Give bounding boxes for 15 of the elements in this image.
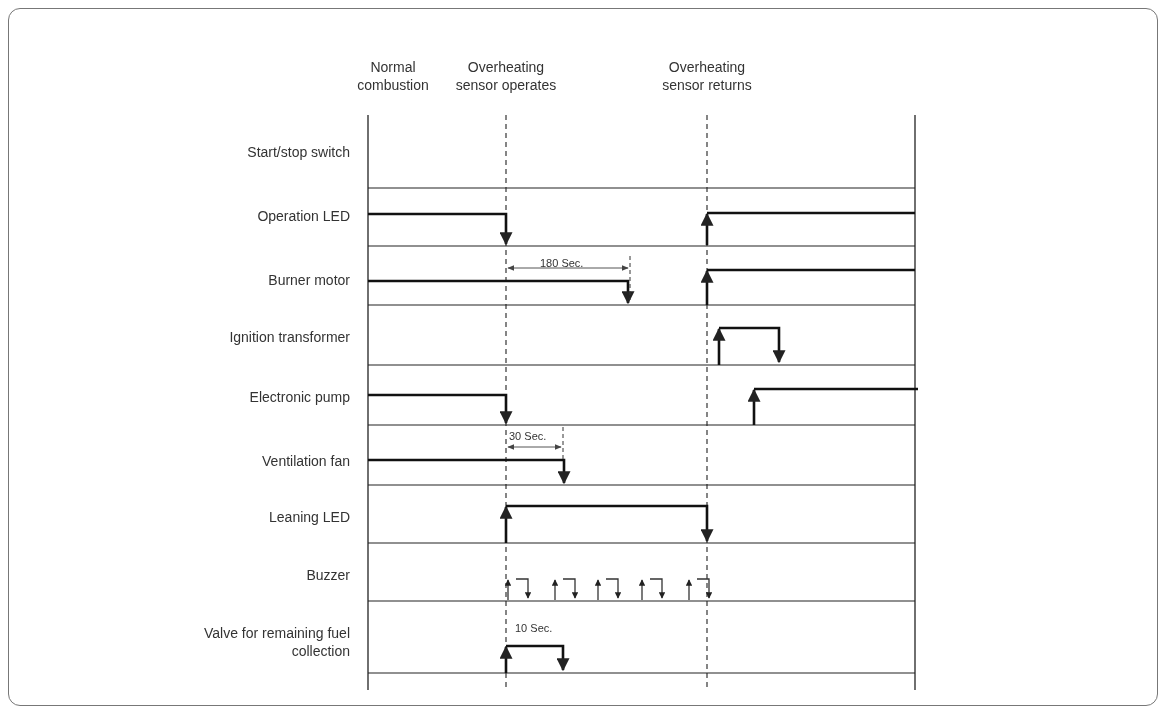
- signal-name: Buzzer: [305, 566, 350, 584]
- signal-name: Operation LED: [256, 207, 350, 225]
- duration-label: 180 Sec.: [540, 257, 584, 270]
- signal-name: Electronic pump: [248, 388, 350, 406]
- duration-label: 30 Sec.: [509, 430, 547, 443]
- column-heading: Normal combustion: [356, 58, 430, 94]
- signal-name: Leaning LED: [268, 508, 350, 526]
- duration-label: 10 Sec.: [515, 622, 553, 635]
- column-heading: Overheating sensor operates: [454, 58, 558, 94]
- signal-name: Ventilation fan: [261, 452, 350, 470]
- signal-name: Start/stop switch: [246, 143, 350, 161]
- signal-name: Valve for remaining fuel collection: [202, 624, 350, 660]
- column-heading: Overheating sensor returns: [661, 58, 753, 94]
- signal-name: Ignition transformer: [228, 328, 350, 346]
- signal-name: Burner motor: [267, 271, 350, 289]
